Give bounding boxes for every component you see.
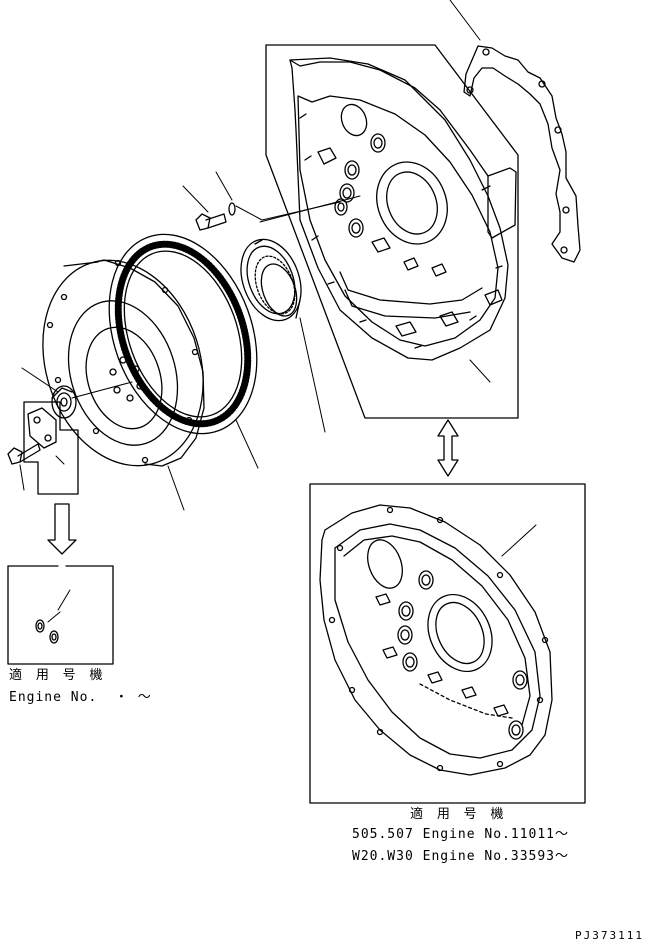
detail-box (7, 565, 114, 665)
flywheel-housing (289, 57, 517, 361)
double-arrow (437, 419, 459, 477)
housing-gasket (463, 45, 581, 263)
flywheel-bolt (7, 443, 41, 465)
right-note-title: 適 用 号 機 (410, 807, 507, 822)
right-note-line1: 505.507 Engine No.11011～ (352, 827, 570, 842)
flywheel (42, 259, 205, 467)
drawing-code: PJ373111 (575, 929, 644, 942)
lock-plate-frame (23, 401, 79, 495)
detail-washer (35, 619, 59, 644)
right-note-line2: W20.W30 Engine No.33593～ (352, 849, 570, 864)
down-arrow (47, 503, 77, 555)
left-note-engine: Engine No. ・ ～ (9, 690, 152, 705)
left-note-title: 適 用 号 機 (9, 668, 106, 683)
lock-plate (27, 407, 57, 449)
oil-seal (240, 238, 302, 322)
alternate-flywheel-housing (319, 504, 553, 776)
housing-bolt (195, 213, 227, 231)
ring-gear (108, 233, 258, 435)
leader-lines (19, 0, 537, 623)
washer (228, 202, 236, 216)
housing-frame (265, 44, 519, 419)
alternate-frame (309, 483, 586, 804)
